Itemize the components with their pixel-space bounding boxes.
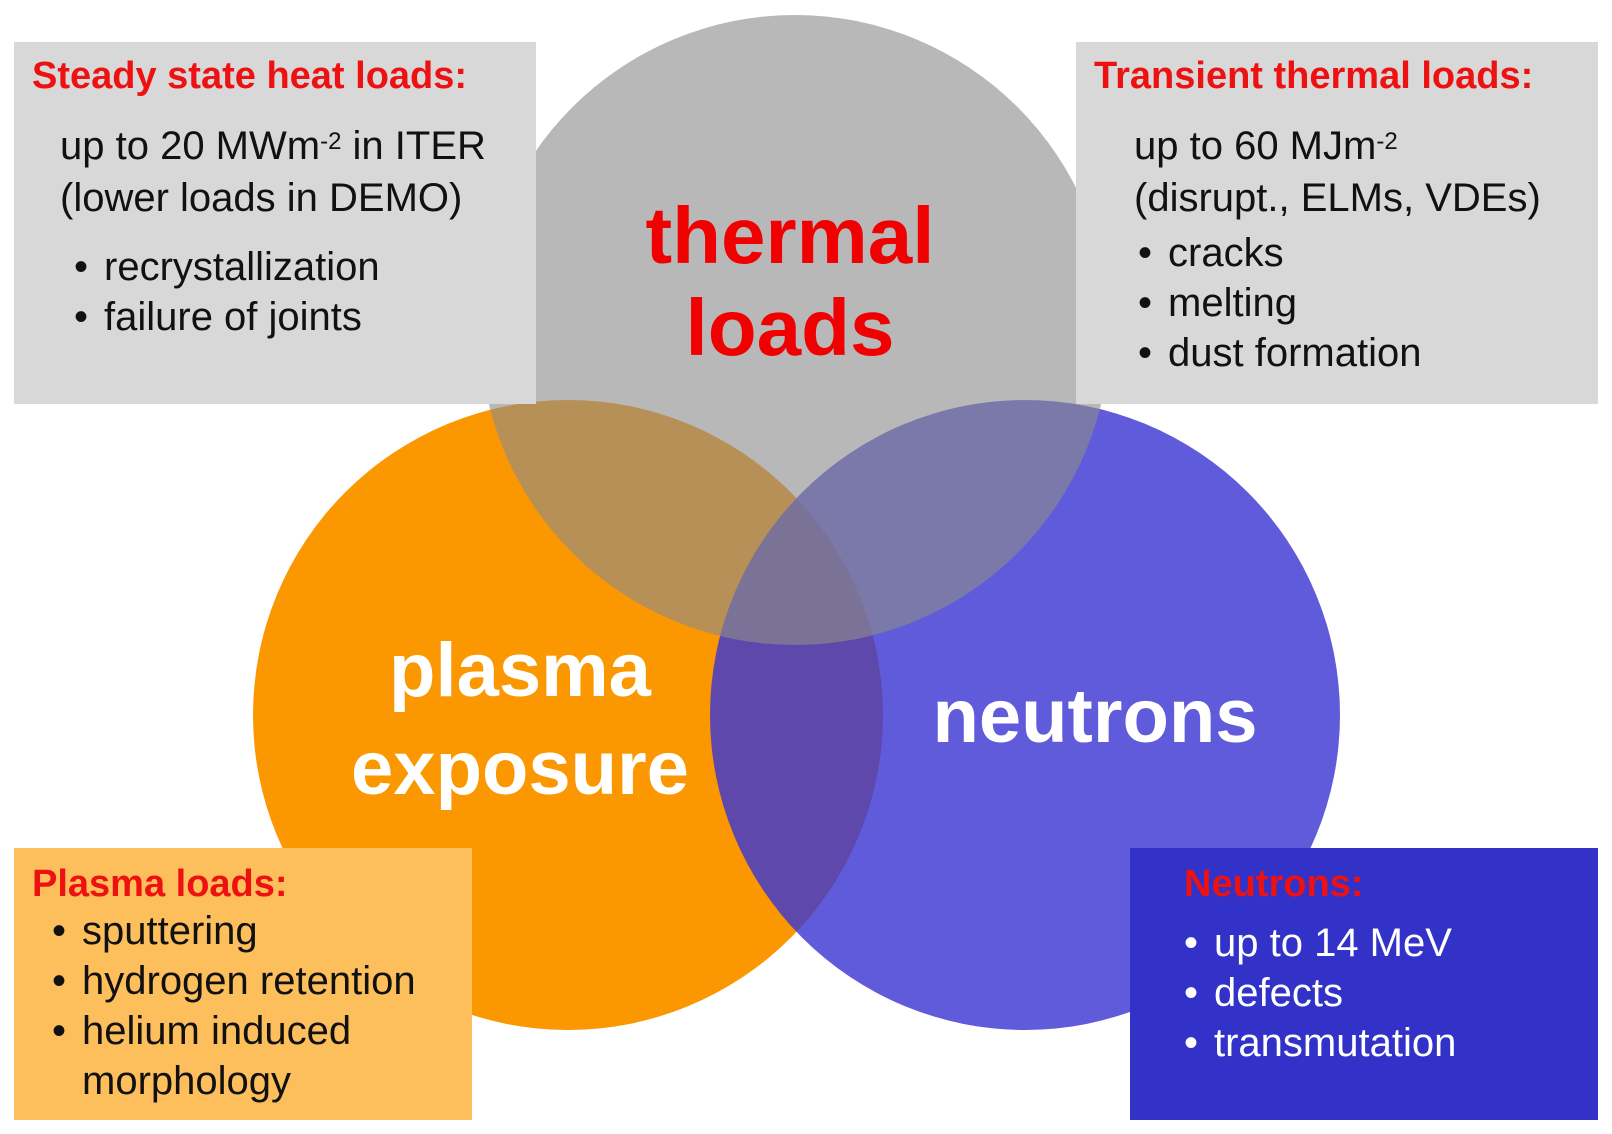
transient-bullet-3: dust formation	[1134, 328, 1421, 378]
transient-bullet-list: cracks melting dust formation	[1134, 228, 1421, 378]
steady-line-1-text: up to 20 MWm	[60, 124, 321, 168]
plasma-bullet-1: sputtering	[48, 906, 416, 956]
neutrons-heading: Neutrons:	[1184, 863, 1364, 905]
plasma-loads-heading: Plasma loads:	[32, 863, 288, 905]
transient-thermal-loads-box: Transient thermal loads: up to 60 MJm-2 …	[1076, 42, 1598, 404]
thermal-loads-label: thermal loads	[590, 190, 990, 374]
plasma-exposure-label: plasma exposure	[305, 622, 735, 818]
steady-bullet-2: failure of joints	[70, 292, 380, 342]
transient-line-1-sup: -2	[1376, 128, 1398, 155]
neutrons-bullet-1: up to 14 MeV	[1180, 918, 1456, 968]
plasma-bullet-3: helium induced	[48, 1006, 416, 1056]
transient-bullet-1: cracks	[1134, 228, 1421, 278]
plasma-loads-box: Plasma loads: sputtering hydrogen retent…	[14, 848, 472, 1120]
plasma-bullet-2: hydrogen retention	[48, 956, 416, 1006]
steady-heading: Steady state heat loads:	[32, 55, 468, 97]
transient-heading: Transient thermal loads:	[1094, 55, 1534, 97]
transient-bullet-2: melting	[1134, 278, 1421, 328]
neutrons-bullet-list: up to 14 MeV defects transmutation	[1180, 918, 1456, 1068]
neutrons-bullet-3: transmutation	[1180, 1018, 1456, 1068]
steady-line-2: (lower loads in DEMO)	[60, 176, 463, 220]
transient-line-2: (disrupt., ELMs, VDEs)	[1134, 176, 1541, 220]
plasma-label-line-1: plasma	[389, 628, 651, 713]
steady-bullet-list: recrystallization failure of joints	[70, 242, 380, 342]
plasma-label-line-2: exposure	[351, 726, 689, 811]
steady-line-1-sup: -2	[320, 128, 342, 155]
neutrons-box: Neutrons: up to 14 MeV defects transmuta…	[1130, 848, 1598, 1120]
transient-line-1: up to 60 MJm-2	[1134, 120, 1541, 172]
thermal-loads-circle	[480, 15, 1110, 645]
steady-line-1-suffix: in ITER	[341, 124, 486, 168]
neutrons-label: neutrons	[932, 674, 1258, 759]
neutrons-bullet-2: defects	[1180, 968, 1456, 1018]
thermal-label-line-2: loads	[685, 283, 895, 372]
thermal-label-line-1: thermal	[645, 191, 935, 280]
steady-line-1: up to 20 MWm-2 in ITER	[60, 120, 486, 172]
plasma-bullet-list: sputtering hydrogen retention helium ind…	[48, 906, 416, 1106]
transient-line-1-text: up to 60 MJm	[1134, 124, 1377, 168]
plasma-bullet-3-continuation: morphology	[82, 1059, 292, 1103]
steady-bullet-1: recrystallization	[70, 242, 380, 292]
steady-state-heat-loads-box: Steady state heat loads: up to 20 MWm-2 …	[14, 42, 536, 404]
